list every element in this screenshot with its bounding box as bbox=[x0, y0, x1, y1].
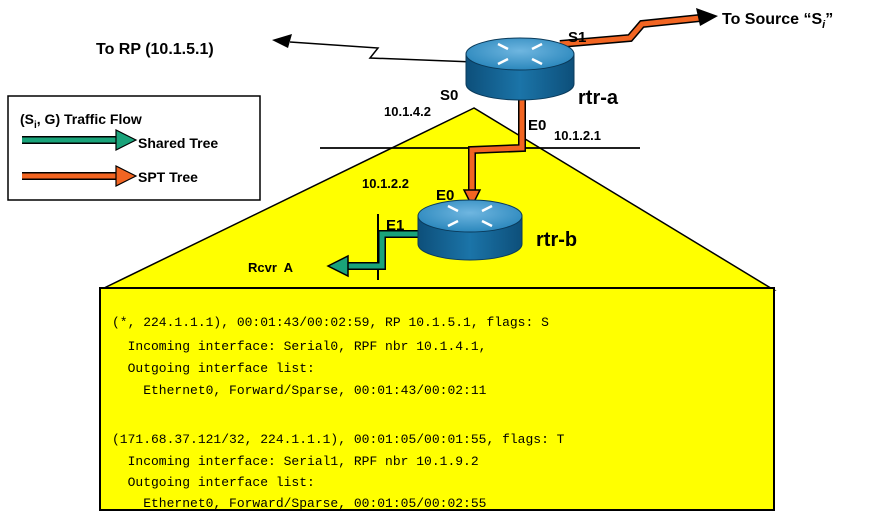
spt-link-a-to-b-fill bbox=[469, 100, 525, 198]
receiver-arrow-head bbox=[326, 254, 349, 278]
output-line: (171.68.37.121/32, 224.1.1.1), 00:01:05/… bbox=[112, 432, 565, 447]
router-rtr-b bbox=[417, 199, 523, 261]
rtr-a-label: rtr-a bbox=[578, 87, 619, 109]
output-line: Incoming interface: Serial1, RPF nbr 10.… bbox=[112, 454, 479, 469]
source-arrow-head bbox=[696, 8, 718, 26]
s1-label: S1 bbox=[568, 29, 586, 46]
e1-b-label: E1 bbox=[386, 217, 404, 234]
shared-tree-to-receiver-fill bbox=[346, 231, 418, 269]
output-line: Incoming interface: Serial0, RPF nbr 10.… bbox=[112, 339, 486, 354]
to-source-label: To Source “Si” bbox=[722, 11, 833, 31]
router-arrows-icon bbox=[447, 204, 493, 228]
receiver-label: Rcvr A bbox=[248, 260, 294, 275]
legend-spt-label: SPT Tree bbox=[138, 169, 198, 185]
e0-a-label: E0 bbox=[528, 117, 546, 134]
ip-s0-label: 10.1.4.2 bbox=[384, 104, 431, 119]
output-line: Outgoing interface list: bbox=[112, 475, 315, 490]
legend: (Si, G) Traffic Flow Shared Tree SPT Tre… bbox=[7, 95, 261, 201]
e0-b-label: E0 bbox=[436, 187, 454, 204]
to-rp-label: To RP (10.1.5.1) bbox=[96, 41, 214, 58]
legend-title: (Si, G) Traffic Flow bbox=[20, 111, 142, 131]
ip-e0-a-label: 10.1.2.1 bbox=[554, 128, 601, 143]
mroute-output: (*, 224.1.1.1), 00:01:43/00:02:59, RP 10… bbox=[112, 315, 565, 511]
output-line: Ethernet0, Forward/Sparse, 00:01:43/00:0… bbox=[112, 383, 487, 398]
router-rtr-a bbox=[465, 37, 575, 101]
spt-down-arrow-head bbox=[462, 189, 482, 208]
legend-shared-label: Shared Tree bbox=[138, 135, 218, 151]
serial-link-to-rp bbox=[289, 41, 475, 63]
ip-e0-b-label: 10.1.2.2 bbox=[362, 176, 409, 191]
output-line: (*, 224.1.1.1), 00:01:43/00:02:59, RP 10… bbox=[112, 315, 549, 330]
rtr-b-label: rtr-b bbox=[536, 229, 577, 251]
output-line: Outgoing interface list: bbox=[112, 361, 315, 376]
rp-arrow-head bbox=[272, 34, 292, 48]
output-line: Ethernet0, Forward/Sparse, 00:01:05/00:0… bbox=[112, 496, 486, 511]
spt-link-from-source-fill bbox=[559, 15, 701, 47]
router-arrows-icon bbox=[497, 42, 543, 66]
s0-label: S0 bbox=[440, 87, 458, 104]
show-ip-mroute-box bbox=[99, 287, 775, 511]
